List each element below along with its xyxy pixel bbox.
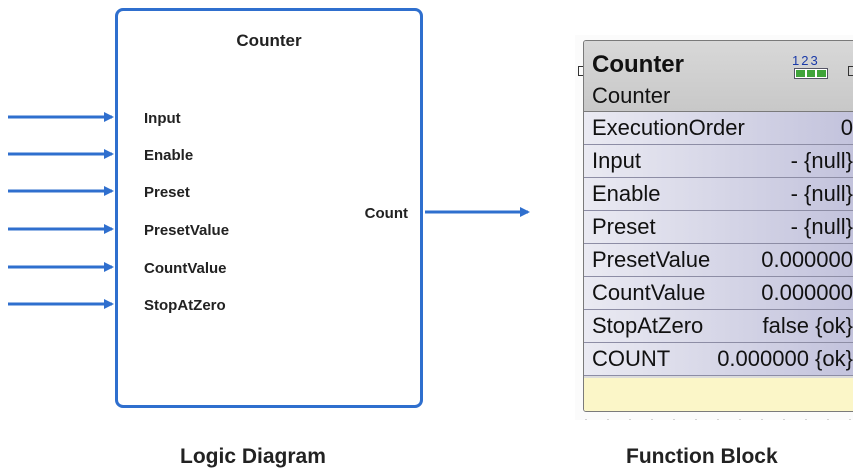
function-block[interactable]: Counter Counter 123 ExecutionOrder 0 Inp… — [583, 40, 853, 412]
function-block-title: Counter — [592, 51, 684, 78]
fb-row-count[interactable]: COUNT 0.000000 {ok} — [584, 343, 853, 376]
output-connector-stub — [848, 66, 853, 76]
counter-icon-digits: 123 — [792, 53, 820, 68]
fb-row-value: false {ok} — [762, 313, 853, 338]
counter-123-icon: 123 — [792, 53, 832, 83]
fb-row-enable[interactable]: Enable - {null} — [584, 178, 853, 211]
pin-count-output: Count — [364, 205, 408, 222]
fb-row-value: 0.000000 — [761, 247, 853, 272]
fb-row-value: - {null} — [790, 148, 853, 173]
fb-row-name: Input — [592, 148, 641, 173]
fb-row-name: Preset — [592, 214, 656, 239]
fb-row-stopatzero[interactable]: StopAtZero false {ok} — [584, 310, 853, 343]
pin-stopatzero: StopAtZero — [144, 297, 226, 314]
fb-row-presetvalue[interactable]: PresetValue 0.000000 — [584, 244, 853, 277]
fb-row-name: PresetValue — [592, 247, 711, 272]
fb-row-value: - {null} — [790, 214, 853, 239]
fb-row-name: ExecutionOrder — [592, 115, 745, 140]
fb-row-value: 0.000000 — [761, 280, 853, 305]
fb-row-value: 0 — [840, 115, 853, 140]
logic-counter-block: Counter Input Enable Preset PresetValue … — [115, 8, 423, 408]
input-connector-stub — [578, 66, 585, 76]
pin-input: Input — [144, 110, 181, 127]
logic-title: Counter — [236, 31, 302, 50]
pin-presetvalue: PresetValue — [144, 222, 230, 239]
fb-row-countvalue[interactable]: CountValue 0.000000 — [584, 277, 853, 310]
fb-row-name: Enable — [592, 181, 661, 206]
fb-row-name: COUNT — [592, 346, 671, 371]
function-block-subtitle: Counter — [592, 83, 671, 108]
fb-row-name: StopAtZero — [592, 313, 704, 338]
function-block-footer — [584, 378, 853, 411]
function-block-caption: Function Block — [626, 445, 778, 468]
pin-enable: Enable — [144, 147, 194, 164]
fb-row-value: - {null} — [790, 181, 853, 206]
fb-row-value: 0.000000 {ok} — [717, 346, 853, 371]
pin-countvalue: CountValue — [144, 260, 227, 277]
fb-row-input[interactable]: Input - {null} — [584, 145, 853, 178]
function-block-header[interactable]: Counter Counter 123 — [584, 41, 853, 112]
pin-preset: Preset — [144, 184, 190, 201]
fb-row-executionorder[interactable]: ExecutionOrder 0 — [584, 112, 853, 145]
fb-row-preset[interactable]: Preset - {null} — [584, 211, 853, 244]
counter-icon-bar — [794, 68, 828, 79]
fb-row-name: CountValue — [592, 280, 706, 305]
logic-diagram-caption: Logic Diagram — [180, 445, 326, 468]
